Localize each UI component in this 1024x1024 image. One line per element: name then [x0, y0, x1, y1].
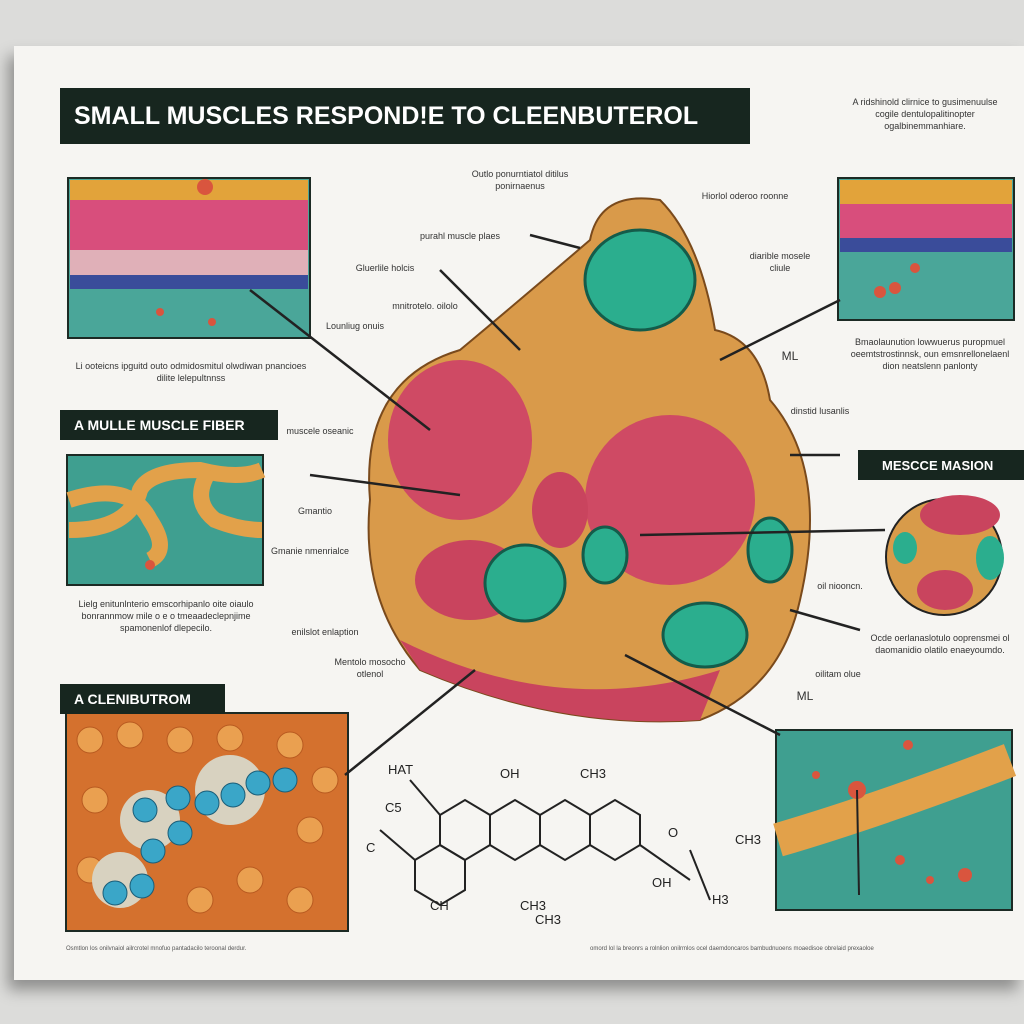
caption-right-mid: Bmaolaunution lowwuerus puropmuel oeemts…: [850, 337, 1010, 371]
section-fiber-heading: A MULLE MUSCLE FIBER: [60, 410, 278, 440]
label: Gmantio: [297, 506, 332, 516]
muscle-layers-panel: [67, 177, 311, 339]
clenbuterol-cells-panel: [65, 712, 349, 932]
label: enilslot enlaption: [291, 627, 359, 637]
label: muscele oseanic: [286, 426, 354, 436]
heart-illustration: [367, 197, 811, 723]
label: oilitam olue: [815, 669, 861, 679]
zoom-circle: [885, 495, 1004, 616]
label: Outlo ponurntiatol ditilus ponirnaenus: [471, 169, 569, 191]
chem-label: C: [366, 840, 376, 855]
pointer-arrows: [249, 233, 886, 776]
label: Lounliug onuis: [325, 321, 385, 331]
right-layers-panel: [837, 177, 1015, 321]
label: ML: [781, 349, 799, 363]
footer-left: Osmtlon los onilvnaiol ailrcrotel mnofuo…: [66, 946, 247, 952]
caption-top-left: Li ooteicns ipguitd outo odmidosmitul ol…: [75, 361, 307, 383]
chem-label: H3: [712, 892, 729, 907]
chem-label: CH3: [535, 912, 562, 927]
caption-fiber: Lielg enitunlnterio emscorhipanlo oite o…: [78, 599, 254, 633]
label: oil niooncn.: [817, 581, 863, 591]
top-right-note: A ridshinold clirnice to gusimenuulse co…: [852, 97, 998, 131]
chem-label: CH3: [580, 766, 607, 781]
chem-label: C5: [385, 800, 402, 815]
caption-right-low: Ocde oerlanaslotulo ooprensmei ol daoman…: [870, 633, 1010, 655]
section-clenbuterol-heading: A CLENIBUTROM: [60, 684, 225, 714]
label: diarible mosele cliule: [749, 251, 811, 273]
label: Hiorlol oderoo roonne: [701, 191, 789, 201]
chem-label: OH: [500, 766, 520, 781]
chem-label: HAT: [388, 762, 414, 777]
footer-right: omord lol la breonrs a rolnlion onilrmlo…: [590, 946, 874, 952]
label: mnitrotelo. oilolo: [392, 301, 458, 311]
page-title: SMALL MUSCLES RESPOND!E TO CLEENBUTEROL: [60, 88, 750, 144]
label: ML: [796, 689, 814, 703]
chem-label: CH3: [735, 832, 762, 847]
label: dinstid lusanlis: [790, 406, 850, 416]
section-mission-heading: MESCCE MASION: [858, 450, 1024, 480]
fiber-panel: [66, 454, 266, 586]
chem-label: O: [668, 825, 679, 840]
label: Mentolo mosocho otlenol: [334, 657, 406, 679]
label: purahl muscle plaes: [419, 231, 501, 241]
chem-label: CH: [430, 898, 449, 913]
membrane-panel: [773, 729, 1017, 911]
chem-label: OH: [652, 875, 672, 890]
label: Gmanie nmenrialce: [270, 546, 350, 556]
chem-label: CH3: [520, 898, 547, 913]
chemical-structure: [379, 779, 711, 907]
label: Gluerlile holcis: [355, 263, 415, 273]
